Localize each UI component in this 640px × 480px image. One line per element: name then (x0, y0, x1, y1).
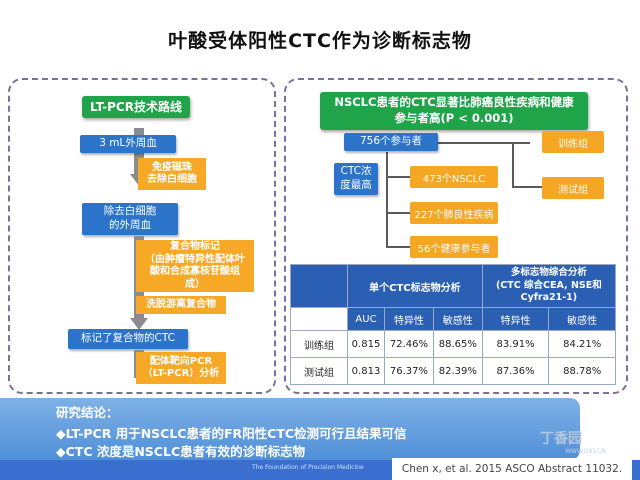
note-lt-pcr: 配体靶向PCR （LT-PCR）分析 (136, 352, 226, 384)
watermark-url: WWW.DXY.CN (565, 448, 606, 455)
step-labeled-ctc: 标记了复合物的CTC (68, 329, 188, 349)
table-cell: 82.39% (432, 357, 483, 385)
step-leukocyte-depleted-blood: 除去白细胞 的外周血 (82, 203, 178, 235)
participants-box: 756个参与者 (344, 133, 438, 151)
table-cell: 76.37% (384, 357, 434, 385)
table-cell: 72.46% (384, 330, 434, 358)
citation: Chen x, et al. 2015 ASCO Abstract 11032. (392, 458, 632, 480)
column-header: 特异性 (384, 307, 434, 331)
footer-band-text: The Foundation of Precision Medicine (252, 464, 364, 471)
column-header: 敏感性 (548, 307, 616, 331)
arrow-down-icon (130, 318, 148, 330)
tree-connector (438, 142, 530, 144)
table-row: 测试组 0.813 76.37% 82.39% 87.36% 88.78% (290, 357, 616, 385)
group-benign: 227个肺良性疾病 (410, 202, 498, 224)
right-panel-header: NSCLC患者的CTC显著比肺癌良性疾病和健康 参与者高(P < 0.001) (320, 92, 588, 130)
conclusion-line: ◆CTC 浓度是NSCLC患者有效的诊断标志物 (56, 444, 306, 459)
conclusion-banner (0, 398, 580, 460)
table-cell: 88.65% (432, 330, 483, 358)
table-cell: 84.21% (548, 330, 616, 358)
table-header-row: 单个CTC标志物分析 多标志物综合分析 (CTC 综合CEA, NSE和 Cyf… (290, 264, 617, 308)
column-header: 特异性 (481, 307, 550, 331)
table-subheader-row: AUC 特异性 敏感性 特异性 敏感性 (290, 307, 616, 331)
results-table: 单个CTC标志物分析 多标志物综合分析 (CTC 综合CEA, NSE和 Cyf… (290, 264, 617, 385)
table-row: 训练组 0.815 72.46% 88.65% 83.91% 84.21% (290, 330, 616, 358)
tree-connector (386, 152, 388, 248)
multi-marker-header: 多标志物综合分析 (CTC 综合CEA, NSE和 Cyfra21-1) (481, 264, 617, 308)
note-immunomagnetic: 免疫磁珠 去除白细胞 (138, 158, 206, 190)
row-label: 训练组 (290, 330, 348, 358)
training-group-box: 训练组 (542, 131, 604, 153)
note-complex-label: 复合物标记 （由肿瘤特异性配体叶 酸和合成寡核苷酸组 成） (136, 240, 254, 292)
step-peripheral-blood: 3 mL外周血 (80, 135, 176, 153)
tree-connector (386, 212, 410, 214)
table-cell: 0.813 (347, 357, 385, 385)
ctc-highest-label: CTC浓 度最高 (334, 163, 378, 195)
table-cell: 83.91% (481, 330, 550, 358)
table-cell: 88.78% (548, 357, 616, 385)
single-marker-header: 单个CTC标志物分析 (347, 264, 483, 308)
tree-connector (386, 176, 410, 178)
test-group-box: 测试组 (542, 177, 604, 199)
table-cell: 87.36% (481, 357, 550, 385)
tree-connector (512, 142, 514, 188)
column-header: AUC (347, 307, 385, 331)
tree-connector (512, 186, 542, 188)
column-header: 敏感性 (432, 307, 483, 331)
watermark-logo: 丁香园 (540, 431, 582, 447)
note-wash-free-complex: 洗脱游离复合物 (136, 296, 226, 314)
page-title: 叶酸受体阳性CTC作为诊断标志物 (168, 30, 472, 52)
group-nsclc: 473个NSCLC (410, 166, 498, 188)
group-healthy: 56个健康参与者 (410, 236, 498, 258)
tree-connector (386, 246, 410, 248)
left-panel-header: LT-PCR技术路线 (82, 96, 190, 118)
conclusion-title: 研究结论： (56, 405, 119, 420)
conclusion-line: ◆LT-PCR 用于NSCLC患者的FR阳性CTC检测可行且结果可信 (56, 426, 407, 441)
row-label: 测试组 (290, 357, 348, 385)
table-cell: 0.815 (347, 330, 385, 358)
